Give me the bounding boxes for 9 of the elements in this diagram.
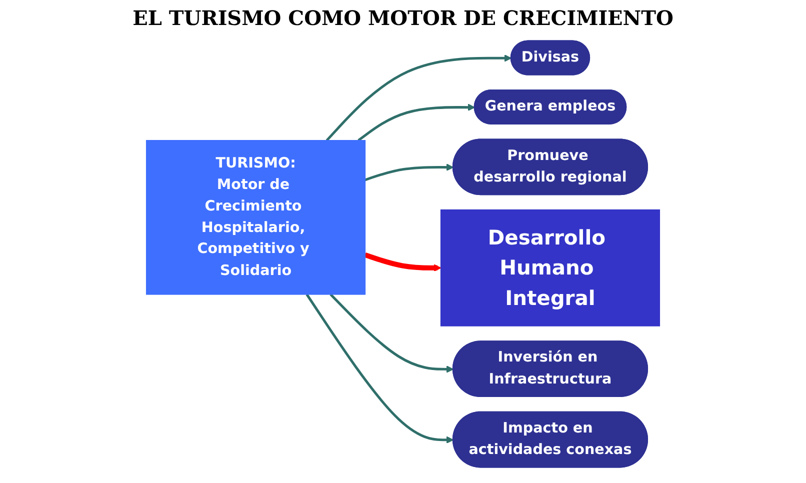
arrow [330, 294, 454, 373]
diagram-title: EL TURISMO COMO MOTOR DE CRECIMIENTO [132, 6, 674, 30]
node-box: TURISMO: Motor de Crecimiento Hospitalario, Competitivo y Solidario [146, 140, 366, 295]
arrow [358, 104, 476, 142]
arrow [364, 252, 442, 272]
arrow [326, 54, 512, 142]
arrow [364, 164, 454, 182]
arrow [306, 294, 454, 444]
node-box: Desarrollo Humano Integral [440, 209, 660, 326]
